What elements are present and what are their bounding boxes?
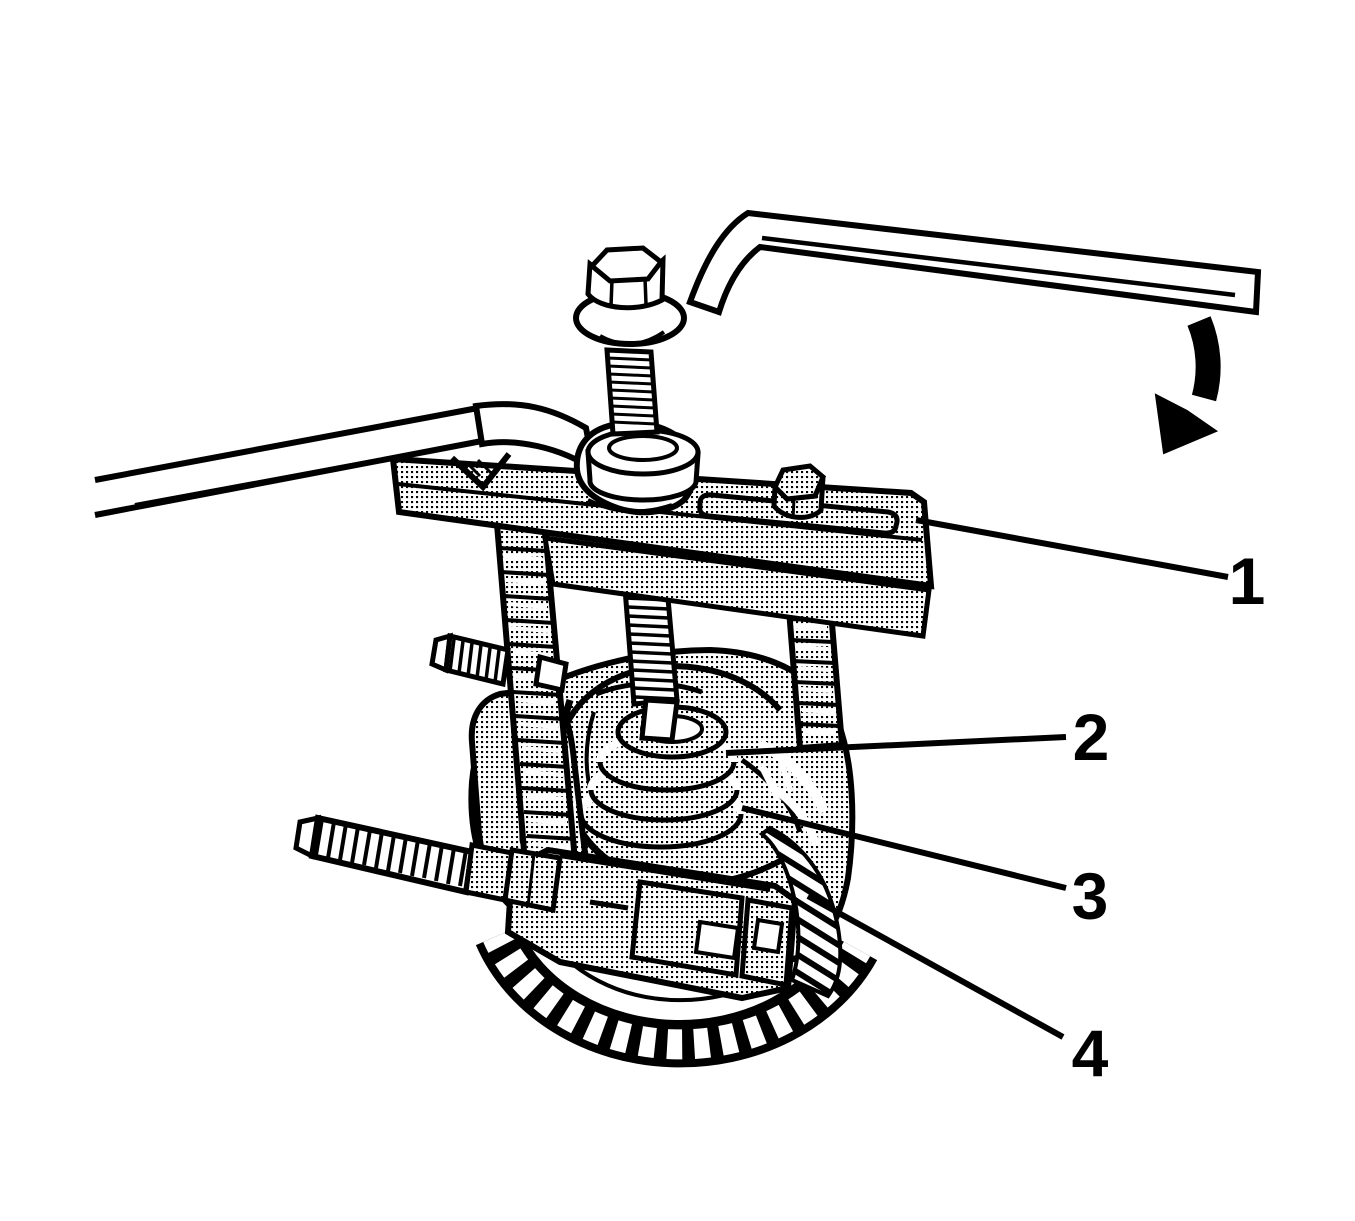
callout-4: 4 — [1071, 1016, 1109, 1090]
stud-bolts — [293, 632, 569, 913]
crossbar — [389, 452, 935, 639]
leader-lines — [725, 517, 1229, 1040]
front-clamp-plate — [504, 846, 799, 1002]
callout-3: 3 — [1071, 859, 1109, 933]
rotation-arrow-icon — [1154, 316, 1221, 455]
forcing-screw-upper — [604, 347, 660, 437]
callout-1: 1 — [1228, 544, 1266, 618]
upper-wrench — [573, 209, 1262, 347]
leader-line-2 — [725, 734, 1067, 756]
swivel-washer — [585, 427, 701, 503]
callout-2: 2 — [1072, 700, 1110, 774]
leader-line-4 — [806, 893, 1065, 1040]
leader-line-1 — [915, 517, 1229, 580]
leader-line-3 — [741, 805, 1067, 891]
gear-hatched-section — [758, 825, 843, 999]
